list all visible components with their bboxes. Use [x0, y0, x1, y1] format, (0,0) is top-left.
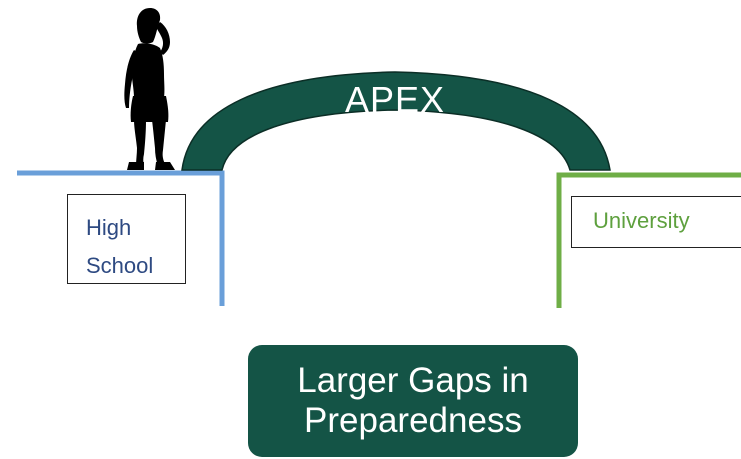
high-school-box: High School: [67, 194, 186, 284]
high-school-ledge-line: [17, 170, 225, 306]
high-school-label-line1: High: [86, 215, 132, 240]
high-school-label: High School: [86, 209, 176, 285]
university-ledge-line: [556, 172, 741, 308]
university-label: University: [593, 208, 690, 233]
apex-bridge-arch: [181, 71, 611, 171]
university-box: University: [571, 196, 741, 248]
preparedness-gap-callout: Larger Gaps in Preparedness: [248, 345, 578, 457]
preparedness-gap-label-line1: Larger Gaps in: [297, 361, 529, 400]
preparedness-gap-label-line2: Preparedness: [304, 401, 522, 440]
preparedness-gap-label: Larger Gaps in Preparedness: [263, 361, 563, 441]
high-school-label-line2: School: [86, 253, 154, 278]
standing-woman-silhouette-icon: [124, 8, 175, 170]
university-cliff: [556, 172, 741, 308]
high-school-cliff: [17, 170, 225, 306]
apex-label: APEX: [344, 79, 446, 120]
